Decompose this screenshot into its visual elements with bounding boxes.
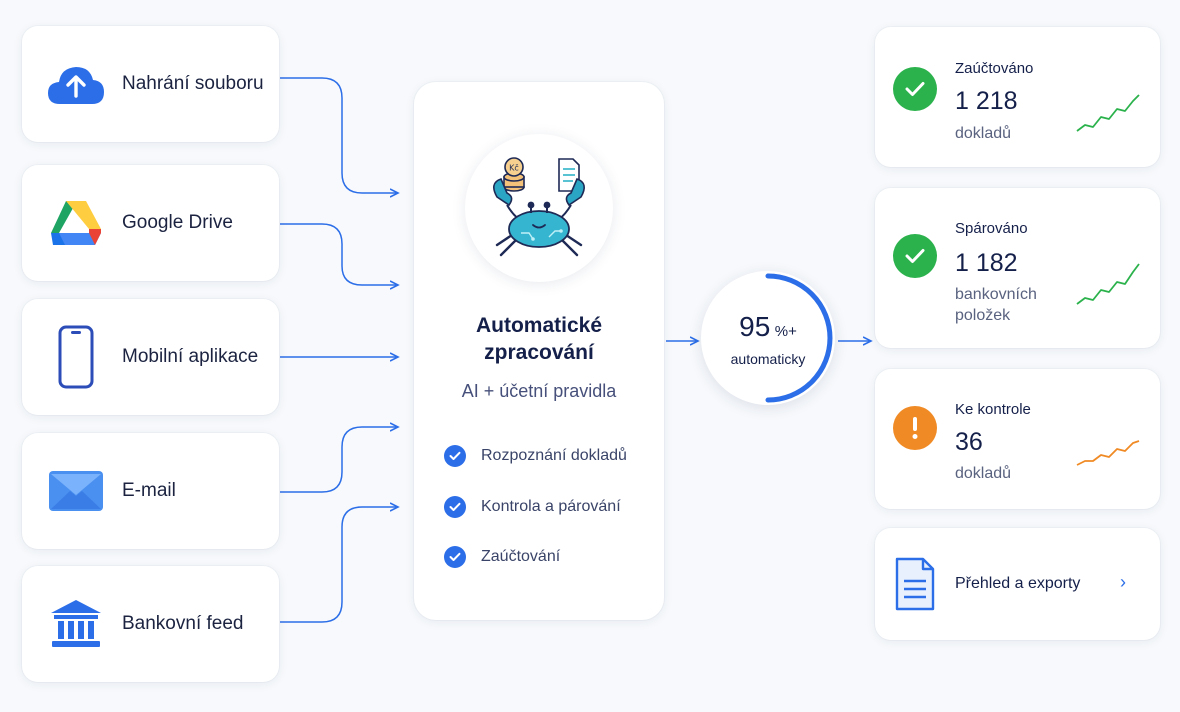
result-desc: dokladů	[955, 465, 1012, 482]
gauge-value: 95 %+	[739, 311, 797, 342]
connector-upload	[280, 77, 398, 193]
result-value: 1 182	[955, 249, 1018, 277]
gauge-arc	[765, 273, 833, 403]
check-circle-icon	[893, 67, 937, 111]
connector-drive	[280, 223, 398, 285]
overview-exports-card[interactable]: Přehled a exporty ›	[875, 528, 1160, 640]
result-posted[interactable]: Zaúčtováno 1 218 dokladů	[875, 27, 1160, 167]
gauge-caption: automaticky	[730, 351, 806, 367]
step-recognition: Rozpoznání dokladů	[444, 444, 627, 468]
bank-icon	[46, 594, 106, 654]
check-icon	[444, 496, 466, 518]
sparkline-orange	[1076, 440, 1140, 466]
source-label: Bankovní feed	[122, 613, 244, 634]
google-drive-icon	[46, 193, 106, 253]
crab-mascot-icon: Kč	[465, 134, 613, 282]
check-icon	[444, 546, 466, 568]
step-label: Kontrola a párování	[481, 498, 621, 515]
processing-card: Kč	[414, 82, 664, 620]
result-review[interactable]: Ke kontrole 36 dokladů	[875, 369, 1160, 509]
source-google-drive[interactable]: Google Drive	[22, 165, 279, 281]
result-matched[interactable]: Spárováno 1 182 bankovních položek	[875, 188, 1160, 348]
connector-bank	[280, 507, 398, 623]
coin-stack-icon: Kč	[503, 157, 525, 192]
result-title: Spárováno	[955, 220, 1028, 237]
result-title: Zaúčtováno	[955, 60, 1034, 77]
result-value: 36	[955, 428, 983, 456]
envelope-icon	[46, 461, 106, 521]
result-value: 1 218	[955, 87, 1018, 115]
sparkline-green	[1076, 94, 1140, 132]
source-upload[interactable]: Nahrání souboru	[22, 26, 279, 142]
source-bank-feed[interactable]: Bankovní feed	[22, 566, 279, 682]
check-circle-icon	[893, 234, 937, 278]
step-matching: Kontrola a párování	[444, 495, 621, 519]
result-desc: bankovních položek	[955, 286, 1037, 324]
svg-text:Kč: Kč	[509, 163, 519, 173]
step-label: Rozpoznání dokladů	[481, 447, 627, 464]
step-label: Zaúčtování	[481, 548, 561, 565]
phone-icon	[46, 325, 106, 389]
sparkline-green	[1076, 263, 1140, 305]
source-label: E-mail	[122, 480, 176, 501]
chevron-right-icon[interactable]: ›	[1120, 572, 1126, 592]
source-label: Nahrání souboru	[122, 73, 264, 94]
source-mobile-app[interactable]: Mobilní aplikace	[22, 299, 279, 415]
document-icon	[558, 158, 580, 192]
cloud-upload-icon	[46, 54, 106, 114]
step-posting: Zaúčtování	[444, 545, 560, 569]
document-icon	[895, 557, 935, 616]
connector-email	[280, 427, 398, 493]
export-label: Přehled a exporty	[955, 575, 1081, 592]
automation-gauge: 95 %+ automaticky	[701, 271, 835, 405]
source-label: Google Drive	[122, 212, 233, 233]
result-title: Ke kontrole	[955, 401, 1031, 418]
source-email[interactable]: E-mail	[22, 433, 279, 549]
check-icon	[444, 445, 466, 467]
processing-subtitle: AI + účetní pravidla	[461, 381, 617, 401]
exclamation-icon	[893, 406, 937, 450]
result-desc: dokladů	[955, 125, 1012, 142]
source-label: Mobilní aplikace	[122, 346, 259, 367]
